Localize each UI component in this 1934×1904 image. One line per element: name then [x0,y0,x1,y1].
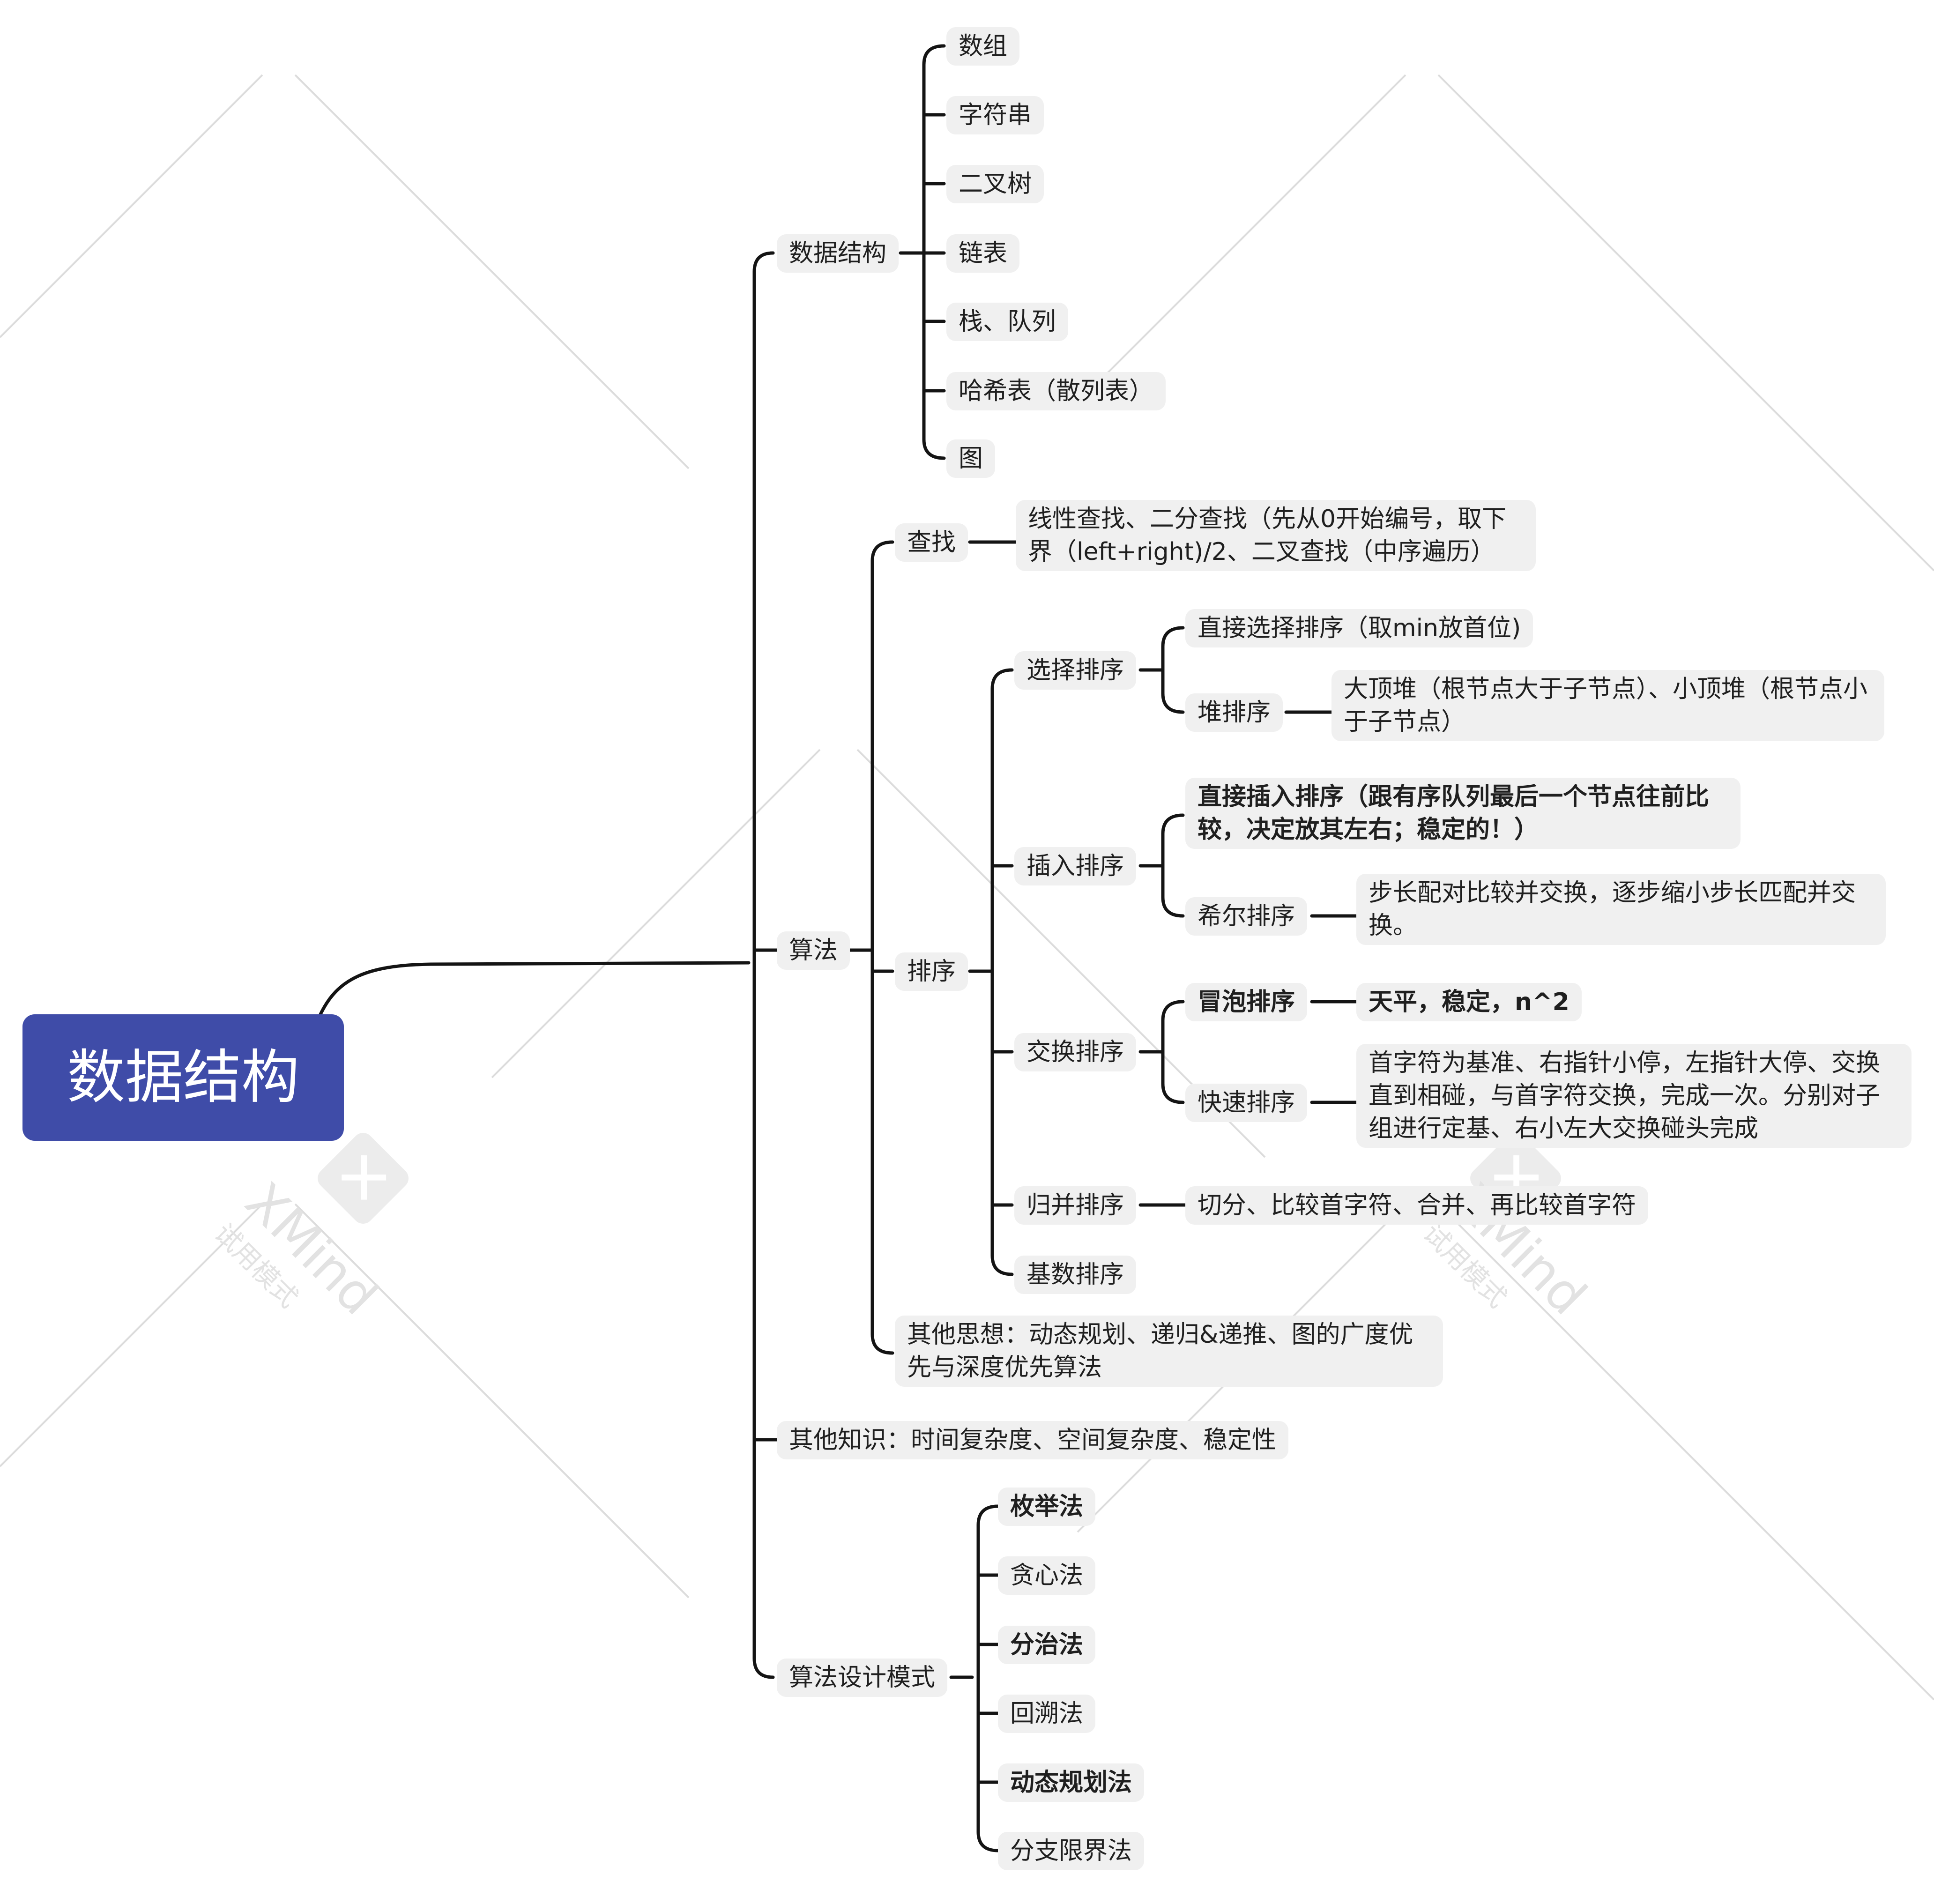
topic-enumeration[interactable]: 枚举法 [998,1488,1096,1526]
topic-graph[interactable]: 图 [946,439,996,478]
topic-quick-sort[interactable]: 快速排序 [1185,1084,1308,1122]
topic-bubble-sort[interactable]: 冒泡排序 [1185,983,1308,1021]
main-trunk [752,251,775,1679]
topic-array[interactable]: 数组 [946,27,1020,66]
topic-divide-conquer[interactable]: 分治法 [998,1626,1096,1664]
topic-radix-sort[interactable]: 基数排序 [1014,1256,1137,1294]
topic-merge-sort[interactable]: 归并排序 [1014,1186,1137,1225]
topic-direct-insertion-sort[interactable]: 直接插入排序（跟有序队列最后一个节点往前比较，决定放其左右；稳定的！） [1185,778,1741,849]
topic-quick-sort-detail[interactable]: 首字符为基准、右指针小停，左指针大停、交换直到相碰，与首字符交换，完成一次。分别… [1356,1044,1912,1148]
topic-merge-sort-detail[interactable]: 切分、比较首字符、合并、再比较首字符 [1185,1186,1649,1225]
topic-stack-queue[interactable]: 栈、队列 [946,303,1069,341]
topic-binary-tree[interactable]: 二叉树 [946,165,1044,203]
topic-shell-sort[interactable]: 希尔排序 [1185,897,1308,936]
topic-heap-sort[interactable]: 堆排序 [1185,693,1283,732]
topic-direct-selection-sort[interactable]: 直接选择排序（取min放首位) [1185,609,1533,647]
topic-search[interactable]: 查找 [895,523,968,562]
topic-heap-sort-detail[interactable]: 大顶堆（根节点大于子节点）、小顶堆（根节点小于子节点） [1331,670,1884,741]
topic-search-detail[interactable]: 线性查找、二分查找（先从0开始编号，取下界（left+right)/2、二叉查找… [1016,500,1536,571]
topic-branch-bound[interactable]: 分支限界法 [998,1832,1145,1870]
topic-string[interactable]: 字符串 [946,96,1044,134]
topic-algorithm[interactable]: 算法 [777,931,850,970]
topic-backtracking[interactable]: 回溯法 [998,1695,1096,1733]
root-topic[interactable]: 数据结构 [22,1014,344,1141]
topic-exchange-sort[interactable]: 交换排序 [1014,1033,1137,1071]
topic-hash-table[interactable]: 哈希表（散列表） [946,372,1166,410]
topic-other-ideas[interactable]: 其他思想：动态规划、递归&递推、图的广度优先与深度优先算法 [895,1316,1443,1387]
topic-sort[interactable]: 排序 [895,952,968,991]
topic-greedy[interactable]: 贪心法 [998,1556,1096,1595]
topic-selection-sort[interactable]: 选择排序 [1014,651,1137,690]
root-link [319,961,751,1016]
topic-shell-sort-detail[interactable]: 步长配对比较并交换，逐步缩小步长匹配并交换。 [1356,874,1886,945]
topic-design-patterns[interactable]: 算法设计模式 [777,1659,948,1697]
topic-bubble-sort-detail[interactable]: 天平，稳定，n^2 [1356,983,1582,1021]
topic-linked-list[interactable]: 链表 [946,234,1020,273]
topic-insertion-sort[interactable]: 插入排序 [1014,847,1137,885]
topic-other-knowledge[interactable]: 其他知识：时间复杂度、空间复杂度、稳定性 [777,1421,1289,1459]
topic-dynamic-programming[interactable]: 动态规划法 [998,1763,1145,1802]
topic-data-structure[interactable]: 数据结构 [777,234,899,273]
